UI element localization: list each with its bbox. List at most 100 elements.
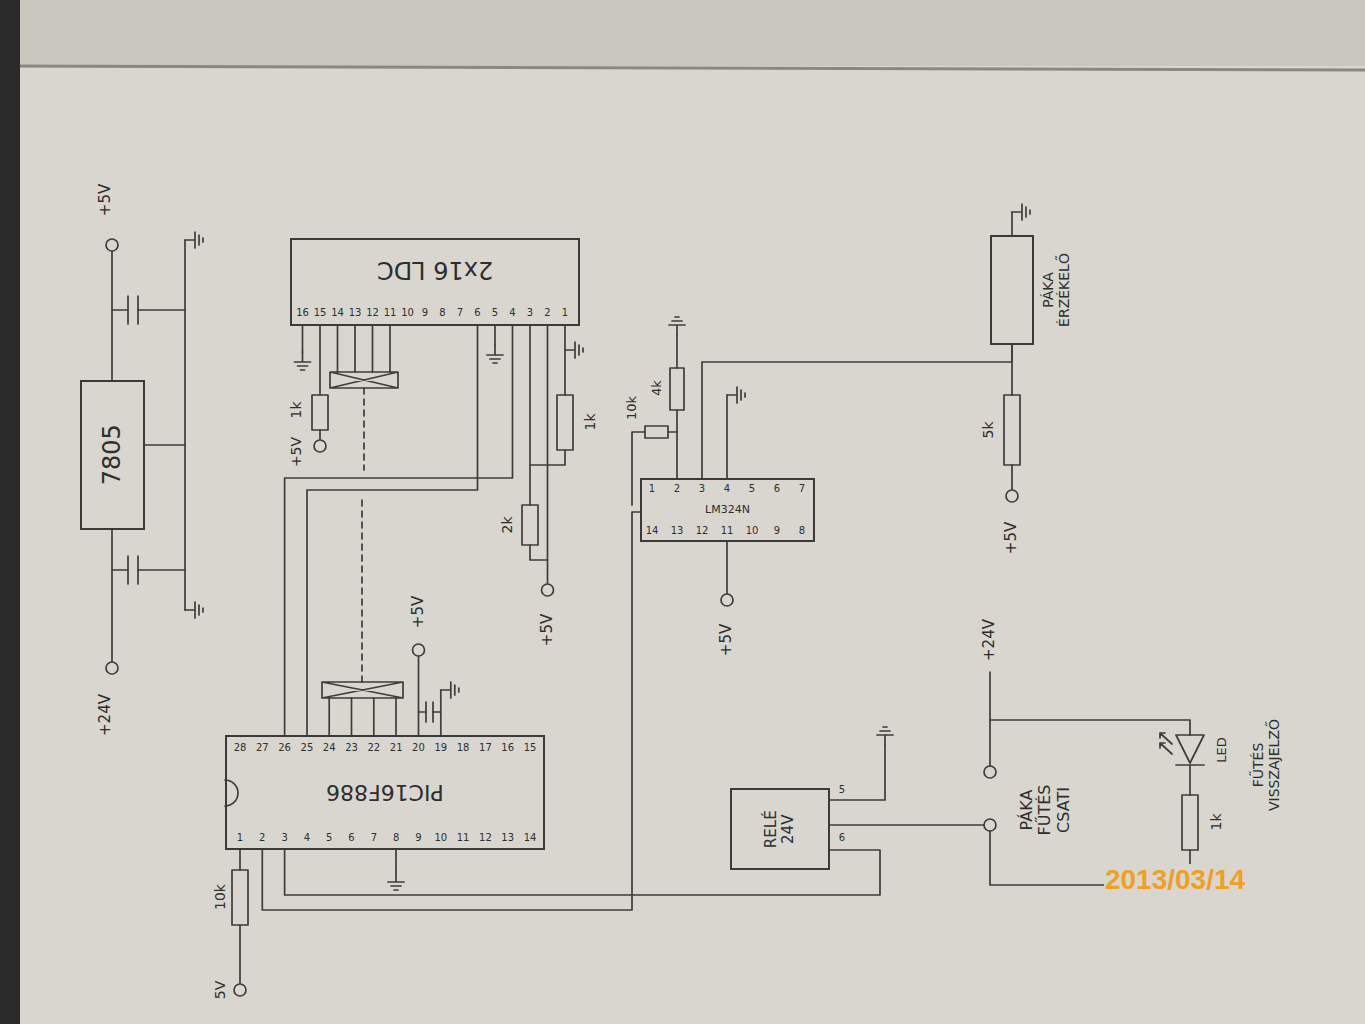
wire-connector bbox=[262, 512, 640, 910]
pin-number: 5 bbox=[838, 784, 846, 796]
wire bbox=[1011, 212, 1013, 235]
component-label: PÁKA ÉRZÉKELŐ bbox=[1040, 253, 1072, 327]
terminal bbox=[721, 594, 733, 606]
pin-number: 14 bbox=[523, 832, 538, 844]
resistor-value: 4k bbox=[650, 379, 665, 397]
resistor-value: 1k bbox=[1208, 812, 1224, 831]
capacitor-symbol bbox=[128, 556, 138, 584]
pin-number: 10 bbox=[433, 832, 448, 844]
ground-symbol bbox=[388, 872, 404, 890]
pin-number: 7 bbox=[456, 307, 464, 319]
wire bbox=[676, 335, 678, 368]
pin-number: 15 bbox=[523, 742, 538, 754]
terminal bbox=[234, 984, 246, 996]
pin-number: 16 bbox=[295, 307, 310, 319]
resistor-symbol bbox=[312, 395, 328, 430]
pin-number: 23 bbox=[344, 742, 359, 754]
voltage-label: +5V bbox=[97, 183, 114, 217]
pin-number: 22 bbox=[366, 742, 381, 754]
wire bbox=[494, 325, 496, 345]
pin-number: 15 bbox=[313, 307, 328, 319]
notebook-spine bbox=[0, 0, 20, 1024]
pin-number: 20 bbox=[411, 742, 426, 754]
resistor-value: 2k bbox=[499, 515, 515, 534]
wire bbox=[285, 325, 513, 735]
pin-number: 16 bbox=[500, 742, 515, 754]
pin-number: 5 bbox=[491, 307, 499, 319]
pin-number: 28 bbox=[233, 742, 248, 754]
pin-number: 6 bbox=[838, 832, 846, 844]
resistor-symbol bbox=[522, 505, 538, 545]
pin-number: 19 bbox=[433, 742, 448, 754]
voltage-label: +5V bbox=[410, 595, 427, 629]
component-name: LED bbox=[1215, 736, 1230, 763]
page-edge bbox=[0, 66, 1365, 70]
bus-symbol bbox=[330, 372, 398, 388]
bus-continuation bbox=[361, 495, 363, 682]
resistor-value: 5k bbox=[980, 420, 996, 439]
pin-number: 10 bbox=[400, 307, 415, 319]
wire bbox=[138, 569, 185, 571]
wire bbox=[668, 431, 677, 433]
terminal bbox=[984, 819, 996, 831]
wire bbox=[676, 410, 678, 478]
previous-page bbox=[0, 0, 1365, 66]
pin-number: 8 bbox=[392, 832, 400, 844]
pin-number: 13 bbox=[500, 832, 515, 844]
ground-rail bbox=[184, 240, 186, 610]
ground-symbol bbox=[877, 727, 893, 745]
resistor-value: 10k bbox=[212, 883, 228, 911]
pin-number: 2 bbox=[543, 307, 551, 319]
bus-continuation bbox=[363, 388, 365, 470]
wire bbox=[830, 745, 885, 800]
terminal bbox=[1006, 490, 1018, 502]
wire bbox=[239, 925, 241, 984]
voltage-label: +5V bbox=[1003, 521, 1020, 555]
wire bbox=[433, 711, 441, 713]
resistor-symbol bbox=[557, 395, 573, 450]
pin-number: 14 bbox=[645, 525, 660, 537]
pin-number: 4 bbox=[303, 832, 311, 844]
regulator-box: 7805 bbox=[80, 380, 145, 530]
led-symbol bbox=[1176, 735, 1204, 765]
voltage-label: 5V bbox=[212, 980, 228, 1000]
pin-number: 9 bbox=[421, 307, 429, 319]
wire bbox=[726, 395, 728, 478]
bus-symbol bbox=[322, 682, 403, 698]
note: PÁKA FŰTÉS CSATI bbox=[1018, 779, 1073, 841]
ground-symbol bbox=[565, 342, 583, 358]
component-label: RELÉ 24V bbox=[763, 804, 798, 854]
resistor-value: 1k bbox=[288, 400, 304, 419]
pin-number: 4 bbox=[508, 307, 516, 319]
pin-number: 4 bbox=[723, 483, 731, 495]
resistor-symbol bbox=[1004, 395, 1020, 465]
pin-number: 13 bbox=[348, 307, 363, 319]
wire bbox=[112, 309, 128, 311]
capacitor-symbol bbox=[128, 296, 138, 324]
ground-symbol bbox=[727, 387, 745, 403]
potentiometer-symbol bbox=[645, 426, 668, 438]
terminal bbox=[542, 584, 554, 596]
pin-number: 14 bbox=[330, 307, 345, 319]
terminal bbox=[413, 644, 425, 656]
pin-number: 3 bbox=[698, 483, 706, 495]
pin-number: 3 bbox=[280, 832, 288, 844]
pin-number: 7 bbox=[370, 832, 378, 844]
pin-number: 10 bbox=[745, 525, 760, 537]
pin-number: 18 bbox=[456, 742, 471, 754]
resistor-value: 1k bbox=[582, 412, 598, 431]
terminal bbox=[984, 766, 996, 778]
wire bbox=[726, 542, 728, 594]
wire bbox=[530, 545, 548, 560]
voltage-label: +24V bbox=[981, 618, 998, 662]
wire bbox=[418, 656, 420, 735]
wire bbox=[419, 711, 427, 713]
wire bbox=[145, 444, 185, 446]
ground-symbol bbox=[185, 232, 203, 248]
terminal bbox=[106, 239, 118, 251]
pin-number: 17 bbox=[478, 742, 493, 754]
component-label: PIC16F886 bbox=[326, 780, 444, 805]
pin-number: 2 bbox=[258, 832, 266, 844]
pin-number: 21 bbox=[389, 742, 404, 754]
